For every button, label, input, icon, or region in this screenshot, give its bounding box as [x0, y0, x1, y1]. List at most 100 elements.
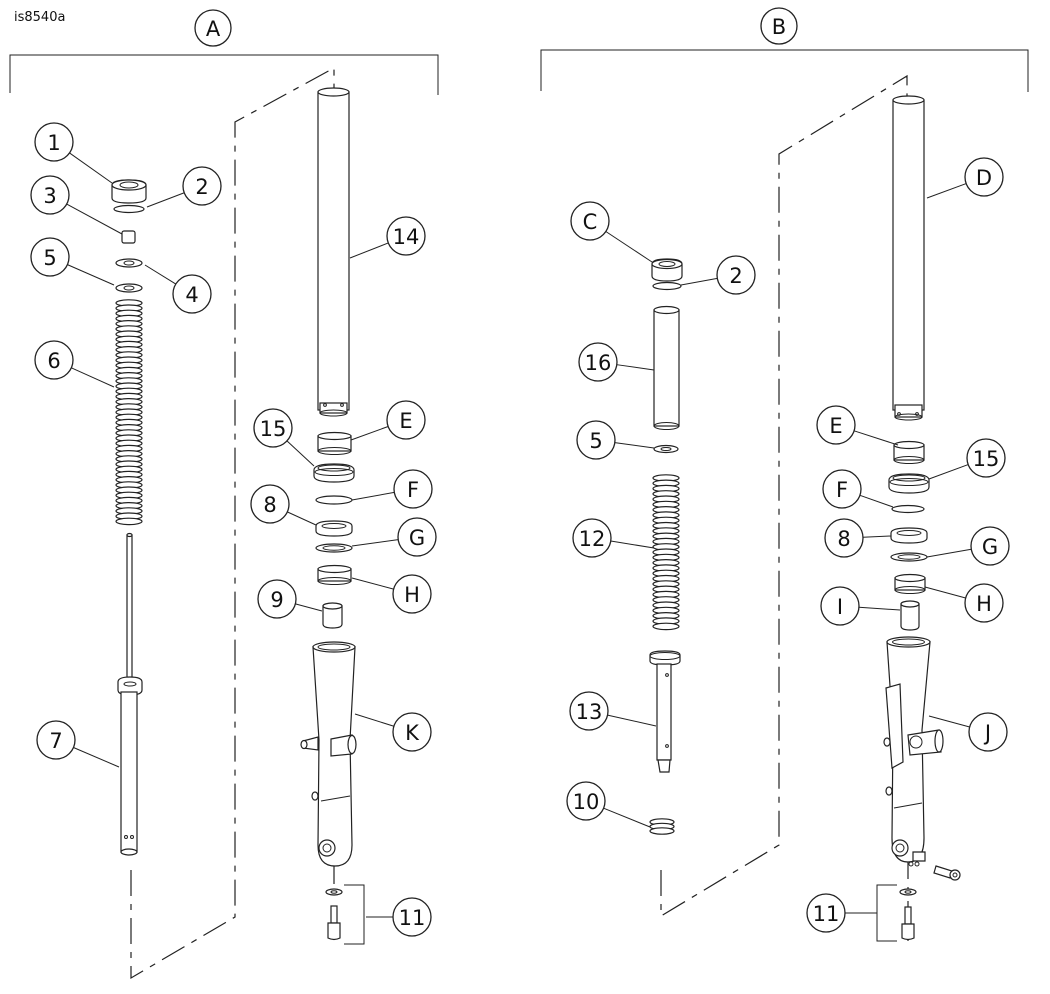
- svg-text:I: I: [837, 595, 843, 619]
- callout-a-9: 9: [257, 579, 323, 619]
- oil-seal: [315, 520, 353, 537]
- callout-a-H: H: [351, 574, 432, 614]
- svg-text:11: 11: [813, 902, 840, 926]
- axis-line-b: [660, 74, 908, 918]
- retaining-clip: [891, 504, 925, 514]
- upper-bushing: [317, 431, 352, 455]
- washer: [115, 283, 143, 293]
- callout-a-6: 6: [34, 340, 115, 388]
- fork-tube: [317, 87, 350, 417]
- seal-washer: [315, 543, 353, 553]
- svg-text:C: C: [583, 210, 598, 234]
- callout-b-G: G: [926, 526, 1010, 566]
- fork-cap: [651, 258, 683, 282]
- oil-seal: [890, 527, 928, 544]
- svg-text:2: 2: [729, 264, 742, 288]
- svg-text:E: E: [399, 409, 412, 433]
- callout-a-2: 2: [146, 166, 222, 208]
- svg-text:10: 10: [573, 790, 600, 814]
- o-ring: [652, 281, 682, 291]
- svg-text:H: H: [404, 583, 420, 607]
- spacer-cup: [121, 230, 136, 244]
- assembly-a: [111, 66, 365, 980]
- washer: [653, 444, 679, 454]
- fork-spring: [652, 474, 680, 631]
- axis-line-a: [130, 66, 335, 980]
- oil-lock-piece: [900, 600, 920, 631]
- svg-text:G: G: [409, 526, 425, 550]
- assembly-label-a: A: [194, 9, 232, 47]
- svg-text:15: 15: [260, 417, 287, 441]
- svg-text:G: G: [982, 535, 998, 559]
- svg-text:8: 8: [263, 493, 276, 517]
- svg-text:4: 4: [185, 283, 198, 307]
- fork-slider: [300, 641, 357, 867]
- svg-text:5: 5: [43, 246, 56, 270]
- callout-b-E: E: [816, 405, 899, 446]
- svg-text:13: 13: [576, 700, 603, 724]
- callout-b-8: 8: [824, 518, 892, 558]
- fork-cap: [111, 179, 147, 204]
- svg-text:11: 11: [399, 906, 426, 930]
- clamp-screw: [933, 865, 961, 881]
- callout-b-13: 13: [569, 691, 657, 731]
- callout-b-16: 16: [578, 342, 655, 382]
- callout-b-10: 10: [566, 781, 651, 828]
- dust-cover: [888, 473, 930, 494]
- callout-a-K: K: [354, 712, 432, 752]
- svg-text:2: 2: [195, 175, 208, 199]
- svg-text:A: A: [206, 17, 221, 41]
- callout-b-15: 15: [928, 438, 1006, 480]
- callout-b-2: 2: [680, 255, 756, 295]
- svg-text:3: 3: [43, 184, 56, 208]
- callout-b-H: H: [924, 583, 1004, 623]
- svg-text:9: 9: [270, 588, 283, 612]
- svg-text:K: K: [405, 721, 420, 745]
- callout-a-3: 3: [30, 175, 123, 235]
- damper-cartridge: [649, 650, 681, 773]
- dust-cover: [313, 463, 355, 483]
- callout-a-8: 8: [250, 484, 317, 526]
- damper-rod: [117, 532, 143, 856]
- svg-text:12: 12: [579, 527, 606, 551]
- callout-a-7: 7: [36, 720, 120, 768]
- assembly-b-bracket: [540, 49, 1029, 92]
- svg-text:16: 16: [585, 351, 612, 375]
- svg-text:E: E: [829, 414, 842, 438]
- retaining-clip: [315, 495, 353, 505]
- lower-bushing: [894, 573, 926, 594]
- svg-text:8: 8: [837, 527, 850, 551]
- callout-a-1: 1: [34, 122, 113, 184]
- callout-b-F: F: [822, 469, 894, 509]
- callout-b-C: C: [570, 201, 653, 263]
- callout-a-11: 11: [366, 897, 432, 937]
- callout-b-5: 5: [576, 420, 655, 460]
- callout-a-14: 14: [349, 216, 426, 259]
- lower-bushing: [317, 564, 352, 585]
- svg-text:B: B: [772, 15, 786, 39]
- figure-reference: is8540a: [14, 10, 66, 25]
- upper-bushing: [893, 440, 925, 464]
- callout-b-12: 12: [572, 518, 655, 558]
- fork-tube: [892, 95, 925, 421]
- spacer-tube: [653, 305, 680, 430]
- svg-text:F: F: [407, 478, 419, 502]
- assembly-label-b: B: [760, 7, 798, 45]
- rebound-spring: [649, 818, 675, 835]
- svg-text:7: 7: [49, 729, 62, 753]
- svg-text:F: F: [836, 478, 848, 502]
- drain-screw-set: [325, 884, 365, 945]
- callout-b-11: 11: [806, 893, 877, 933]
- callout-b-J: J: [928, 712, 1008, 752]
- svg-text:6: 6: [47, 349, 60, 373]
- assembly-a-bracket: [9, 54, 439, 95]
- callout-a-4: 4: [144, 264, 212, 314]
- callout-a-G: G: [351, 517, 437, 557]
- svg-text:5: 5: [589, 429, 602, 453]
- svg-text:H: H: [976, 592, 992, 616]
- svg-text:1: 1: [47, 131, 60, 155]
- svg-text:14: 14: [393, 225, 420, 249]
- svg-text:J: J: [983, 721, 991, 745]
